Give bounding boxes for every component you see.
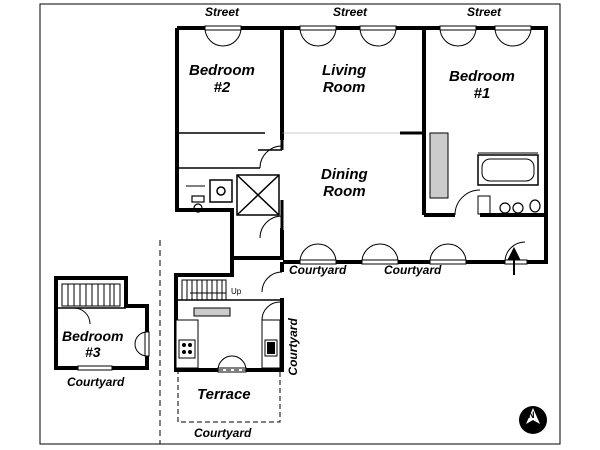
label-dining: Dining Room — [321, 166, 368, 201]
terrace-area — [177, 369, 281, 423]
compass-icon — [519, 406, 547, 434]
kitchen-stairs — [181, 279, 227, 301]
label-bedroom2: Bedroom #2 — [189, 62, 255, 97]
bedroom3-stairs — [61, 283, 121, 307]
stair-box — [236, 174, 280, 216]
entrance-arrow-icon — [507, 246, 521, 275]
bathtub — [477, 154, 539, 186]
bedroom3-walls — [54, 276, 149, 370]
label-up: Up — [231, 287, 242, 296]
street-windows — [204, 25, 532, 47]
closet — [429, 132, 449, 199]
label-terrace: Terrace — [197, 386, 251, 403]
label-living: Living Room — [322, 62, 367, 97]
label-courtyard-c: Courtyard — [67, 375, 125, 389]
label-courtyard-vert: Courtyard — [286, 318, 301, 376]
label-bedroom1: Bedroom #1 — [449, 68, 515, 103]
label-courtyard-b: Courtyard — [384, 263, 442, 277]
label-courtyard-d: Courtyard — [194, 426, 252, 440]
counter — [193, 307, 231, 317]
compass-letter: N — [528, 410, 535, 420]
label-street-right: Street — [467, 5, 502, 19]
shower — [209, 179, 233, 203]
toilet-left — [191, 195, 205, 213]
label-courtyard-a: Courtyard — [289, 263, 347, 277]
partitions — [177, 131, 424, 230]
label-bedroom3: Bedroom #3 — [62, 328, 124, 361]
stove — [178, 339, 196, 359]
hall-door — [259, 145, 283, 239]
courtyard-doors — [299, 241, 528, 265]
label-street-mid: Street — [333, 5, 368, 19]
label-street-left: Street — [205, 5, 240, 19]
plan-frame — [39, 3, 561, 445]
